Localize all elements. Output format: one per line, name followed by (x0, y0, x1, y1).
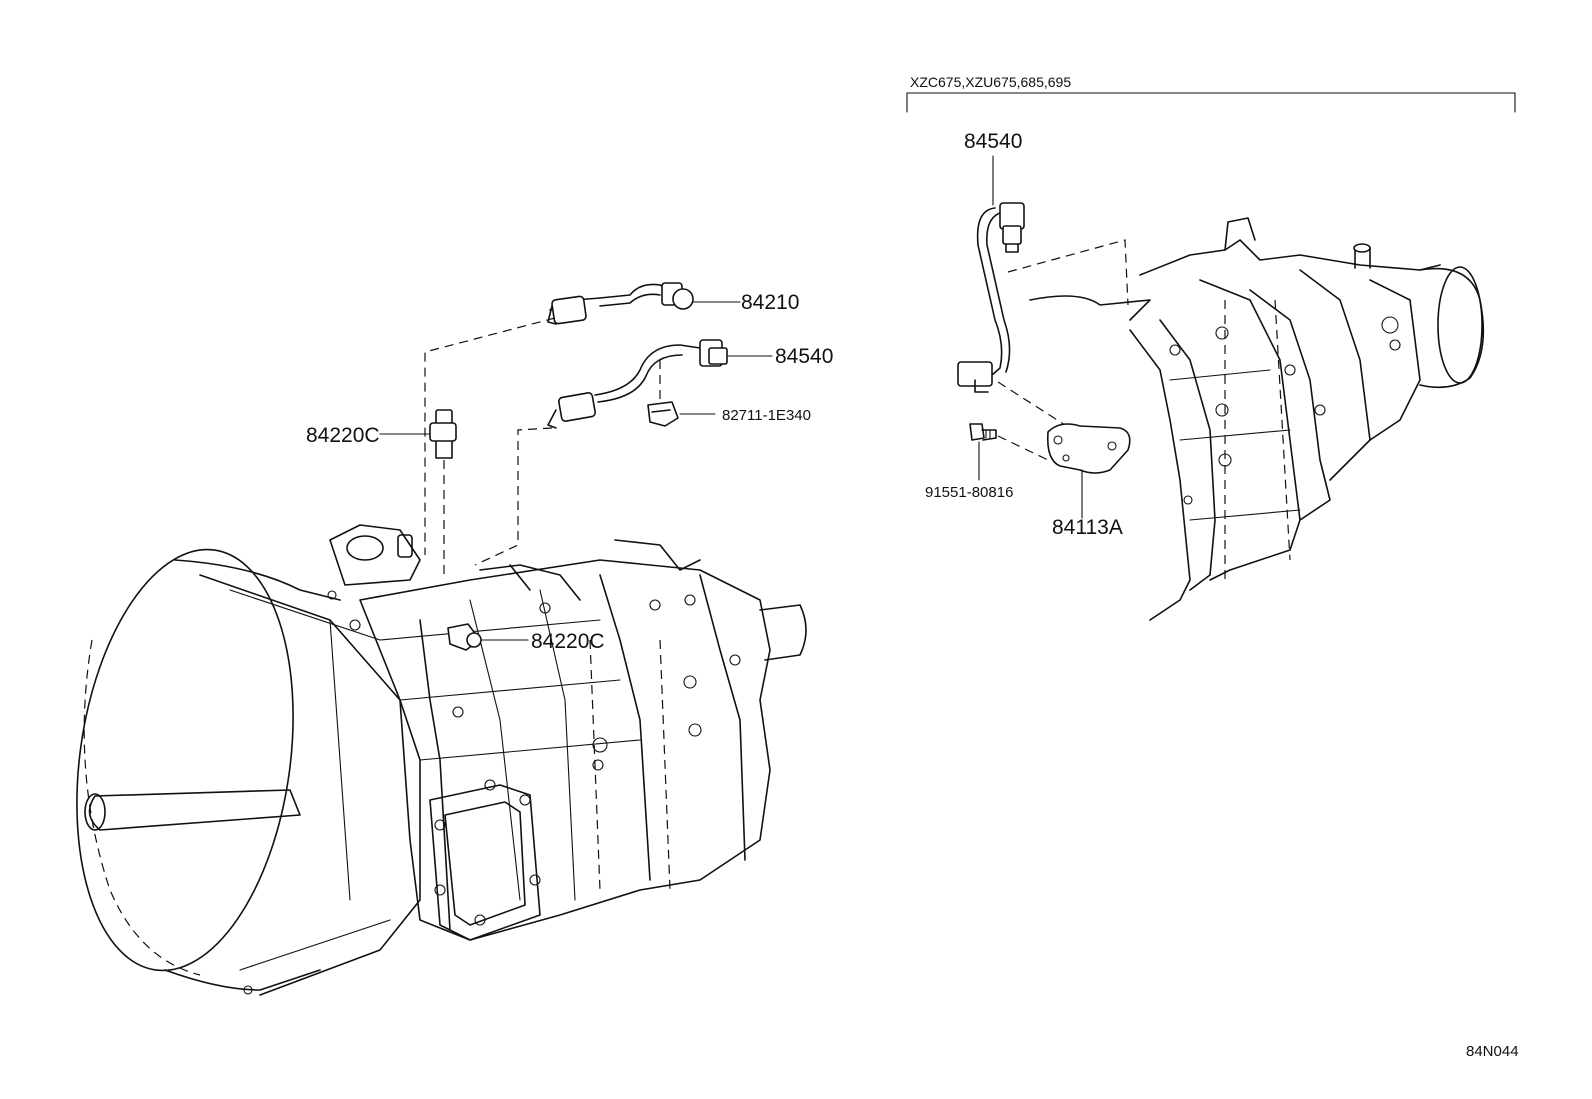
callout-82711[interactable]: 82711-1E340 (722, 407, 811, 424)
clip-82711-icon (647, 401, 679, 427)
bolt-91551-icon (969, 423, 997, 441)
variant-transmission-icon (1029, 217, 1485, 621)
callout-91551[interactable]: 91551-80816 (925, 484, 1013, 501)
sensor-84540-icon (547, 339, 728, 429)
dash-variant-bracket (997, 381, 1066, 426)
callout-84220c-top[interactable]: 84220C (306, 424, 380, 447)
callout-84220c-body[interactable]: 84220C (531, 630, 605, 653)
sensor-84540-variant-icon (957, 202, 1025, 393)
callout-84113a[interactable]: 84113A (1052, 516, 1123, 539)
dash-variant-sensor (1007, 239, 1129, 306)
diagram-code: 84N044 (1466, 1043, 1519, 1060)
variant-label: XZC675,XZU675,685,695 (910, 74, 1071, 90)
callout-84540[interactable]: 84540 (775, 345, 833, 368)
variant-bracket-line (906, 92, 1516, 113)
callout-84540-variant[interactable]: 84540 (964, 130, 1022, 153)
bracket-84113a-icon (1046, 423, 1131, 474)
dash-84540 (474, 427, 553, 566)
switch-84220c-installed-icon (447, 623, 482, 651)
dash-bolt (997, 435, 1049, 461)
callout-84210[interactable]: 84210 (741, 291, 799, 314)
transmission-assembly-icon (76, 524, 807, 996)
switch-84220c-icon (429, 409, 457, 459)
sensor-84210-icon (547, 282, 694, 325)
